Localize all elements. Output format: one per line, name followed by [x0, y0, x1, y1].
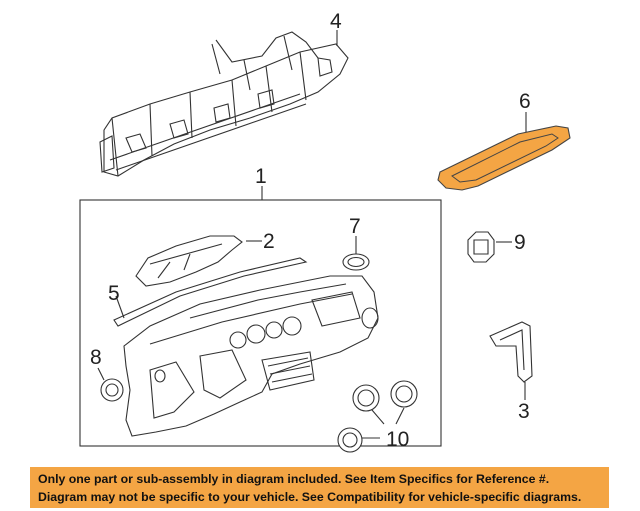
callout-1: 1	[255, 165, 267, 188]
part-4-reinforcement-beam	[99, 31, 349, 177]
leader-line-8	[97, 367, 105, 381]
callout-3: 3	[518, 400, 530, 423]
part-7-grille	[342, 253, 370, 271]
part-9-clip	[467, 231, 495, 263]
leader-lines-10	[362, 407, 405, 439]
part-5-strip	[113, 257, 308, 327]
callout-7: 7	[349, 215, 361, 238]
assembly-frame	[79, 199, 442, 447]
callout-8: 8	[90, 346, 102, 369]
callout-9: 9	[514, 231, 526, 254]
callout-5: 5	[108, 282, 120, 305]
part-6-highlighted-trim	[437, 125, 571, 191]
part-1-instrument-panel	[123, 275, 379, 437]
callout-6: 6	[519, 90, 531, 113]
callout-2: 2	[263, 230, 275, 253]
part-10-vents	[337, 380, 418, 453]
callout-4: 4	[330, 10, 342, 33]
leader-line-5	[115, 295, 125, 319]
disclaimer-line-2: Diagram may not be specific to your vehi…	[38, 490, 582, 504]
callout-10: 10	[386, 428, 409, 451]
disclaimer-banner: Only one part or sub-assembly in diagram…	[30, 467, 609, 508]
disclaimer-line-1: Only one part or sub-assembly in diagram…	[38, 472, 550, 486]
part-3-bracket	[489, 321, 533, 383]
part-2-cover	[135, 235, 243, 287]
part-8-round-vent	[100, 378, 124, 402]
